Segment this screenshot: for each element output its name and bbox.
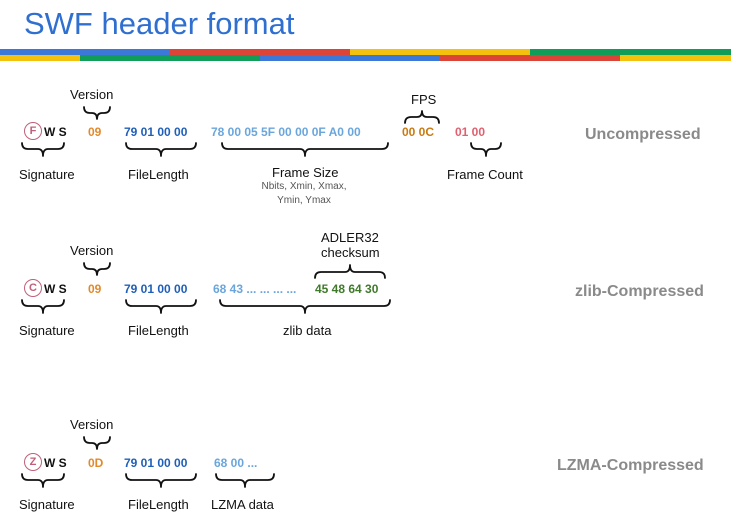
file-length-label: FileLength: [128, 167, 189, 182]
checksum-label-1: ADLER32: [321, 230, 379, 245]
zlib-data-brace: [219, 299, 391, 314]
lzma-data-label: LZMA data: [211, 497, 274, 512]
frame-size-sub1: Nbits, Xmin, Xmax,: [261, 181, 347, 192]
file-length-brace: [125, 473, 197, 488]
mode-lzma: LZMA-Compressed: [557, 457, 704, 474]
fps-bytes: 00 0C: [402, 125, 435, 139]
lzma-data-bytes: 68 00 ...: [214, 456, 258, 470]
frame-size-brace: [221, 142, 389, 157]
version-brace: [83, 436, 111, 450]
frame-count-label: Frame Count: [447, 167, 523, 182]
stripe-bottom-yellow-2: [620, 55, 731, 61]
file-length-label: FileLength: [128, 497, 189, 512]
checksum-label-2: checksum: [321, 245, 380, 260]
signature-rest: W S: [44, 125, 67, 139]
frame-size-bytes: 78 00 05 5F 00 00 0F A0 00: [211, 125, 361, 139]
checksum-brace: [314, 264, 386, 279]
version-label: Version: [70, 243, 114, 258]
mode-zlib: zlib-Compressed: [575, 283, 704, 300]
signature-label: Signature: [19, 323, 75, 338]
zlib-data-label: zlib data: [283, 323, 332, 338]
checksum-bytes: 45 48 64 30: [315, 282, 379, 296]
zlib-data-bytes: 68 43 ... ... ... ...: [213, 282, 297, 296]
fps-brace: [404, 110, 440, 124]
frame-count-bytes: 01 00: [455, 125, 486, 139]
file-length-brace: [125, 299, 197, 314]
version-brace: [83, 106, 111, 120]
signature-brace: [21, 299, 65, 314]
stripe-top-green: [530, 49, 731, 55]
stripe-bottom-red: [440, 55, 620, 61]
signature-rest: W S: [44, 282, 67, 296]
stripe-bottom-green: [80, 55, 260, 61]
frame-count-brace: [470, 142, 502, 157]
signature-brace: [21, 473, 65, 488]
version-label: Version: [70, 87, 114, 102]
version-brace: [83, 262, 111, 276]
mode-uncompressed: Uncompressed: [585, 126, 701, 143]
color-stripes: [0, 49, 731, 61]
signature-label: Signature: [19, 167, 75, 182]
signature-rest: W S: [44, 456, 67, 470]
fps-label: FPS: [411, 92, 437, 107]
stripe-top-blue: [0, 49, 170, 55]
version-byte: 0D: [88, 456, 104, 470]
signature-label: Signature: [19, 497, 75, 512]
stripe-top-yellow: [350, 49, 530, 55]
file-length-bytes: 79 01 00 00: [124, 456, 188, 470]
file-length-bytes: 79 01 00 00: [124, 125, 188, 139]
signature-first-letter: Z: [24, 453, 42, 471]
frame-size-label: Frame Size: [272, 165, 339, 180]
file-length-brace: [125, 142, 197, 157]
page-title: SWF header format: [24, 6, 295, 41]
signature-first-letter: F: [24, 122, 42, 140]
stripe-top-red: [170, 49, 350, 55]
file-length-label: FileLength: [128, 323, 189, 338]
version-byte: 09: [88, 125, 102, 139]
signature-first-letter: C: [24, 279, 42, 297]
version-byte: 09: [88, 282, 102, 296]
stripe-bottom-blue: [260, 55, 440, 61]
frame-size-sub2: Ymin, Ymax: [277, 195, 331, 206]
version-label: Version: [70, 417, 114, 432]
signature-brace: [21, 142, 65, 157]
file-length-bytes: 79 01 00 00: [124, 282, 188, 296]
lzma-data-brace: [215, 473, 275, 488]
stripe-bottom-yellow: [0, 55, 80, 61]
